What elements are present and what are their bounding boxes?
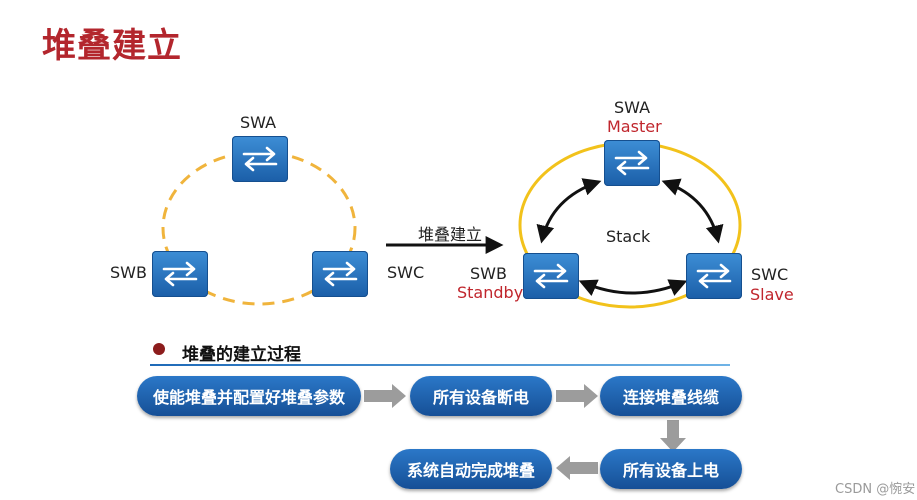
link-arrow-swa-swb [536, 178, 602, 244]
process-flow-arrows [364, 384, 686, 480]
link-arrow-swb-swc [578, 279, 688, 297]
flow-arrow-3 [660, 420, 686, 452]
transition-label: 堆叠建立 [418, 225, 483, 244]
left-swb-label: SWB [110, 263, 147, 282]
step-power-on: 所有设备上电 [600, 449, 742, 489]
flow-arrow-1 [364, 384, 406, 408]
left-swb-switch-icon [152, 251, 208, 297]
step-auto-stack: 系统自动完成堆叠 [390, 449, 552, 489]
stack-center-label: Stack [606, 227, 651, 246]
csdn-watermark: CSDN @惋安 [835, 482, 916, 497]
step-enable-stack: 使能堆叠并配置好堆叠参数 [137, 376, 361, 416]
flow-arrow-2 [556, 384, 598, 408]
flow-arrow-4 [556, 456, 598, 480]
page-title: 堆叠建立 [42, 26, 182, 66]
step-connect-cables: 连接堆叠线缆 [600, 376, 742, 416]
left-swc-switch-icon [312, 251, 368, 297]
right-swa-label: SWA [614, 98, 651, 117]
process-heading: 堆叠的建立过程 [182, 345, 301, 365]
step-power-off: 所有设备断电 [410, 376, 552, 416]
right-swb-label: SWB [470, 264, 507, 283]
heading-underline [150, 364, 730, 366]
right-swa-role: Master [607, 117, 662, 136]
right-swc-label: SWC [751, 265, 789, 284]
right-swc-role: Slave [750, 285, 794, 304]
right-swa-switch-icon [604, 140, 660, 186]
left-swc-label: SWC [387, 263, 425, 282]
left-swa-label: SWA [240, 113, 277, 132]
right-swc-switch-icon [686, 253, 742, 299]
right-swb-role: Standby [457, 283, 524, 302]
link-arrow-swa-swc [661, 178, 724, 244]
left-swa-switch-icon [232, 136, 288, 182]
right-swb-switch-icon [523, 253, 579, 299]
bullet-dot-icon [153, 343, 165, 355]
